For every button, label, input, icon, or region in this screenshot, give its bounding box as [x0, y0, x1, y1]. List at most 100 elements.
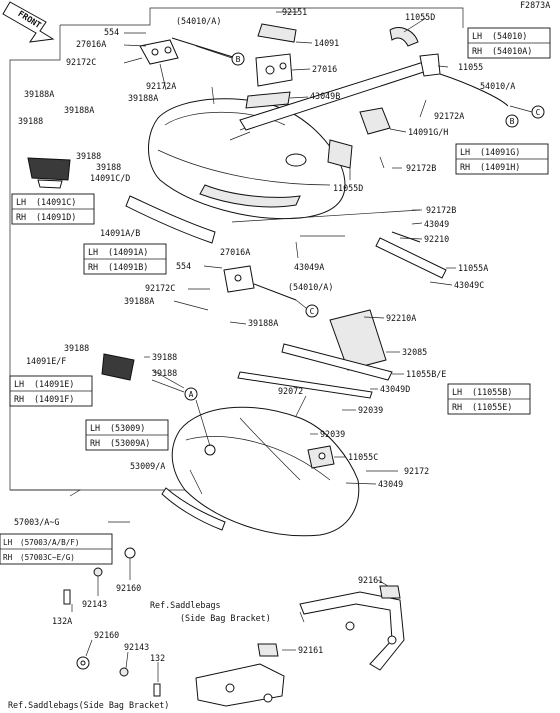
svg-text:(14091A): (14091A) [108, 247, 148, 257]
side-bag-bracket-lower [195, 643, 285, 707]
svg-text:RH: RH [460, 162, 470, 172]
callout-b-top: B [195, 45, 245, 66]
svg-text:(57003/A/B/F): (57003/A/B/F) [20, 538, 79, 547]
cable-54010a-mid [253, 283, 297, 301]
label-92039-a: 92039 [358, 405, 383, 415]
lhrh-table-11055be: LH (11055B) RH (11055E) [447, 383, 531, 415]
label-43049b: 43049B [310, 91, 340, 101]
svg-text:(54010A): (54010A) [492, 46, 532, 56]
ref-saddlebags-mid-line2: (Side Bag Bracket) [180, 613, 271, 623]
label-92143-b: 92143 [124, 642, 149, 652]
svg-text:(14091B): (14091B) [108, 262, 148, 272]
label-92210: 92210 [424, 234, 449, 244]
label-54010a-right: 54010/A [480, 81, 515, 91]
lhrh-table-14091ef: LH (14091E) RH (14091F) [9, 375, 93, 407]
ref-saddlebags-mid-line1: Ref.Saddlebags [150, 600, 221, 610]
label-43049-a: 43049 [424, 219, 449, 229]
svg-text:(53009): (53009) [110, 423, 145, 433]
label-39188-3: 39188 [96, 162, 121, 172]
svg-text:RH: RH [88, 262, 98, 272]
upper-case-lid [148, 98, 346, 220]
label-39188-1: 39188 [18, 116, 43, 126]
svg-text:LH: LH [16, 197, 26, 207]
svg-text:LH: LH [14, 379, 24, 389]
label-132: 132 [150, 653, 165, 663]
svg-text:RH: RH [90, 438, 100, 448]
label-27016: 27016 [312, 64, 337, 74]
lhrh-table-53009: LH (53009) RH (53009A) [85, 419, 169, 451]
label-92160-b: 92160 [94, 630, 119, 640]
label-39188a-2: 39188A [128, 93, 158, 103]
label-14091gh: 14091G/H [408, 127, 448, 137]
svg-text:C: C [536, 108, 541, 117]
support-rod [231, 209, 421, 237]
label-53009a: 53009/A [130, 461, 165, 471]
trim-strip-14091ab [125, 195, 216, 244]
callout-a: A [151, 369, 211, 447]
svg-text:LH: LH [3, 538, 13, 547]
label-92172: 92172 [404, 466, 429, 476]
reference-notes: Ref.Saddlebags (Side Bag Bracket) Ref.Sa… [8, 600, 271, 710]
label-92172a-right: 92172A [434, 111, 464, 121]
label-92143-a: 92143 [82, 599, 107, 609]
svg-text:(14091D): (14091D) [36, 212, 76, 222]
label-554-mid: 554 [176, 261, 191, 271]
svg-text:RH: RH [14, 394, 24, 404]
label-92161-a: 92161 [358, 575, 383, 585]
label-39188-4: 39188 [64, 343, 89, 353]
label-39188-6: 39188 [152, 368, 177, 378]
bracket-14091gh [359, 107, 391, 135]
plate-43049b [245, 91, 291, 109]
svg-text:RH: RH [452, 402, 462, 412]
svg-text:RH: RH [3, 553, 13, 562]
reflector-14091cd [27, 157, 71, 189]
label-32085: 32085 [402, 347, 427, 357]
label-54010a-mid: (54010/A) [288, 282, 333, 292]
rod-11055a [375, 231, 447, 279]
label-92151: 92151 [282, 7, 307, 17]
label-11055c: 11055C [348, 452, 378, 462]
label-39188a-1: 39188A [24, 89, 54, 99]
label-92160-a: 92160 [116, 583, 141, 593]
label-14091ef: 14091E/F [26, 356, 66, 366]
lhrh-table-14091ab: LH (14091A) RH (14091B) [83, 243, 167, 275]
label-92172c-top: 92172C [66, 57, 96, 67]
cable-54010a-right [439, 73, 509, 107]
label-11055: 11055 [458, 62, 483, 72]
seal-32085 [281, 343, 393, 381]
svg-text:(54010): (54010) [492, 31, 527, 41]
label-554-top: 554 [104, 27, 119, 37]
svg-text:A: A [189, 390, 194, 399]
lhrh-table-14091cd: LH (14091C) RH (14091D) [11, 193, 95, 225]
label-11055d-top: 11055D [405, 12, 435, 22]
label-11055be: 11055B/E [406, 369, 446, 379]
label-27016a-mid: 27016A [220, 247, 250, 257]
ref-saddlebags-bottom: Ref.Saddlebags(Side Bag Bracket) [8, 700, 169, 710]
label-43049d: 43049D [380, 384, 410, 394]
label-92172b-mid: 92172B [426, 205, 456, 215]
bracket-14091 [257, 23, 297, 43]
label-132a: 132A [52, 616, 72, 626]
label-43049c: 43049C [454, 280, 484, 290]
svg-text:LH: LH [472, 31, 482, 41]
label-14091cd: 14091C/D [90, 173, 130, 183]
label-39188a-5: 39188A [248, 318, 278, 328]
hinge-27016a-top [139, 39, 179, 91]
fasteners [63, 547, 161, 697]
label-92172c-mid: 92172C [145, 283, 175, 293]
svg-text:(11055E): (11055E) [472, 402, 512, 412]
svg-text:LH: LH [88, 247, 98, 257]
lhrh-table-14091gh: LH (14091G) RH (14091H) [455, 143, 549, 175]
reflector-14091ef [101, 353, 135, 381]
callout-c-mid: C [295, 299, 319, 318]
label-92172b-top: 92172B [406, 163, 436, 173]
cable-54010a-top [171, 37, 237, 59]
plate-92210a [329, 309, 387, 371]
lock-27016 [255, 53, 293, 87]
label-92161-b: 92161 [298, 645, 323, 655]
svg-text:B: B [510, 117, 515, 126]
svg-text:(57003C~E/G): (57003C~E/G) [20, 553, 75, 562]
label-43049-b: 43049 [378, 479, 403, 489]
